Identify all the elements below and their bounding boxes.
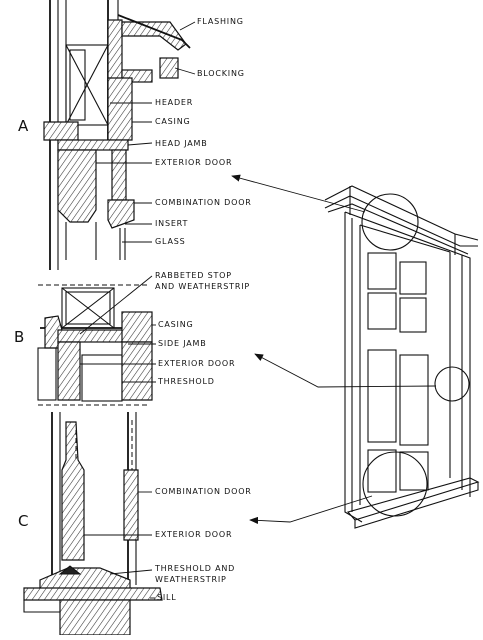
callout-arrows <box>231 174 437 525</box>
label-combination-door-c: COMBINATION DOOR <box>155 487 252 496</box>
section-a-labels: FLASHING BLOCKING HEADER CASING HEAD JAM… <box>96 17 252 246</box>
label-casing: CASING <box>155 117 190 126</box>
label-and-weatherstrip: AND WEATHERSTRIP <box>155 282 250 291</box>
label-glass: GLASS <box>155 237 185 246</box>
label-casing-b: CASING <box>158 320 193 329</box>
section-c-sill-detail <box>23 412 163 636</box>
label-rabbeted-stop: RABBETED STOP <box>155 271 232 280</box>
label-header: HEADER <box>155 98 193 107</box>
label-threshold: THRESHOLD <box>157 377 215 386</box>
section-b-labels: RABBETED STOP AND WEATHERSTRIP CASING SI… <box>79 271 250 386</box>
detail-circle-c <box>362 451 428 517</box>
detail-circle-b <box>434 366 470 402</box>
label-sill: SILL <box>157 593 177 602</box>
arrow-to-b <box>254 353 437 388</box>
label-threshold-and: THRESHOLD AND <box>154 564 235 573</box>
arrow-to-c <box>249 495 373 525</box>
label-blocking: BLOCKING <box>197 69 245 78</box>
arrow-to-a <box>231 174 366 213</box>
section-c-letter: C <box>18 512 28 530</box>
section-c-labels: COMBINATION DOOR EXTERIOR DOOR THRESHOLD… <box>84 487 252 602</box>
section-a-head-detail <box>43 0 191 270</box>
section-a-letter: A <box>18 117 29 135</box>
label-flashing: FLASHING <box>197 17 244 26</box>
label-exterior-door: EXTERIOR DOOR <box>155 158 232 167</box>
door-elevation-drawing <box>324 185 480 529</box>
label-exterior-door-b: EXTERIOR DOOR <box>158 359 235 368</box>
label-combination-door: COMBINATION DOOR <box>155 198 252 207</box>
section-b-side-jamb-detail <box>37 284 153 406</box>
label-exterior-door-c: EXTERIOR DOOR <box>155 530 232 539</box>
section-b-letter: B <box>14 328 24 346</box>
label-head-jamb: HEAD JAMB <box>155 139 208 148</box>
detail-circle-a <box>361 193 419 251</box>
label-insert: INSERT <box>155 219 188 228</box>
label-side-jamb: SIDE JAMB <box>158 339 206 348</box>
label-weatherstrip: WEATHERSTRIP <box>155 575 227 584</box>
